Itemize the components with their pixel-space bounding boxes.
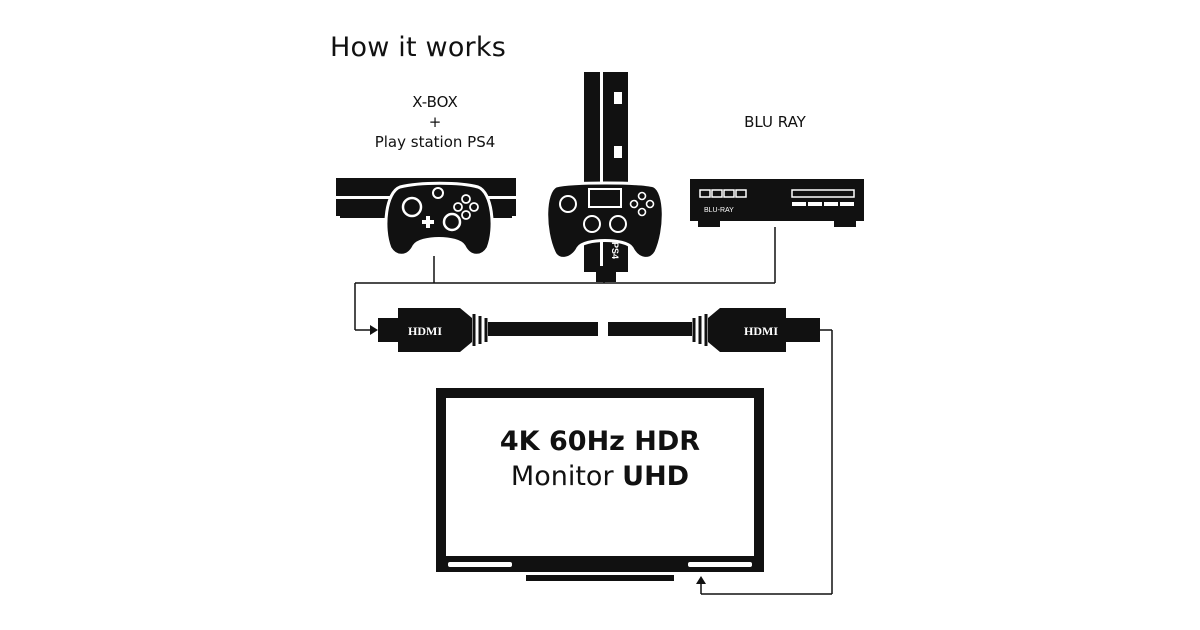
monitor-caption-bold: UHD [622,461,690,492]
hdmi-left-connector-icon: HDMI [378,308,488,352]
ps4-controller-icon [545,181,665,260]
output-arrowhead-icon [696,576,706,584]
ps4-console-icon: PS4 [584,72,628,282]
hdmi-cable: HDMI HDMI [378,308,820,352]
xbox-label-line1: X-BOX [412,93,458,111]
hdmi-right-connector-icon: HDMI [692,308,820,352]
monitor-icon [436,388,764,581]
bluray-label: BLU RAY [744,113,806,131]
input-arrowhead-icon [370,325,378,335]
output-connection-line [700,329,833,595]
monitor-caption-line1: 4K 60Hz HDR [499,426,701,457]
xbox-label-plus: + [428,113,442,131]
source-connection-lines [354,227,776,331]
hdmi-right-label: HDMI [744,324,778,338]
diagram-title: How it works [330,32,506,63]
cable-segment-left [488,322,598,336]
ps4-logo-text: PS4 [610,242,620,259]
xbox-label-line3: Play station PS4 [374,133,496,151]
hdmi-left-label: HDMI [408,324,442,338]
bluray-player-icon: BLU-RAY [690,179,864,227]
xbox-controller-icon [384,181,494,257]
cable-segment-right [608,322,692,336]
monitor-caption: 4K 60Hz HDR Monitor UHD [455,424,745,494]
xbox-ps4-label: X-BOX + Play station PS4 [340,92,530,152]
monitor-caption-line2: Monitor UHD [455,459,745,494]
monitor-caption-regular: Monitor [510,461,614,492]
bluray-front-text: BLU-RAY [704,207,734,214]
